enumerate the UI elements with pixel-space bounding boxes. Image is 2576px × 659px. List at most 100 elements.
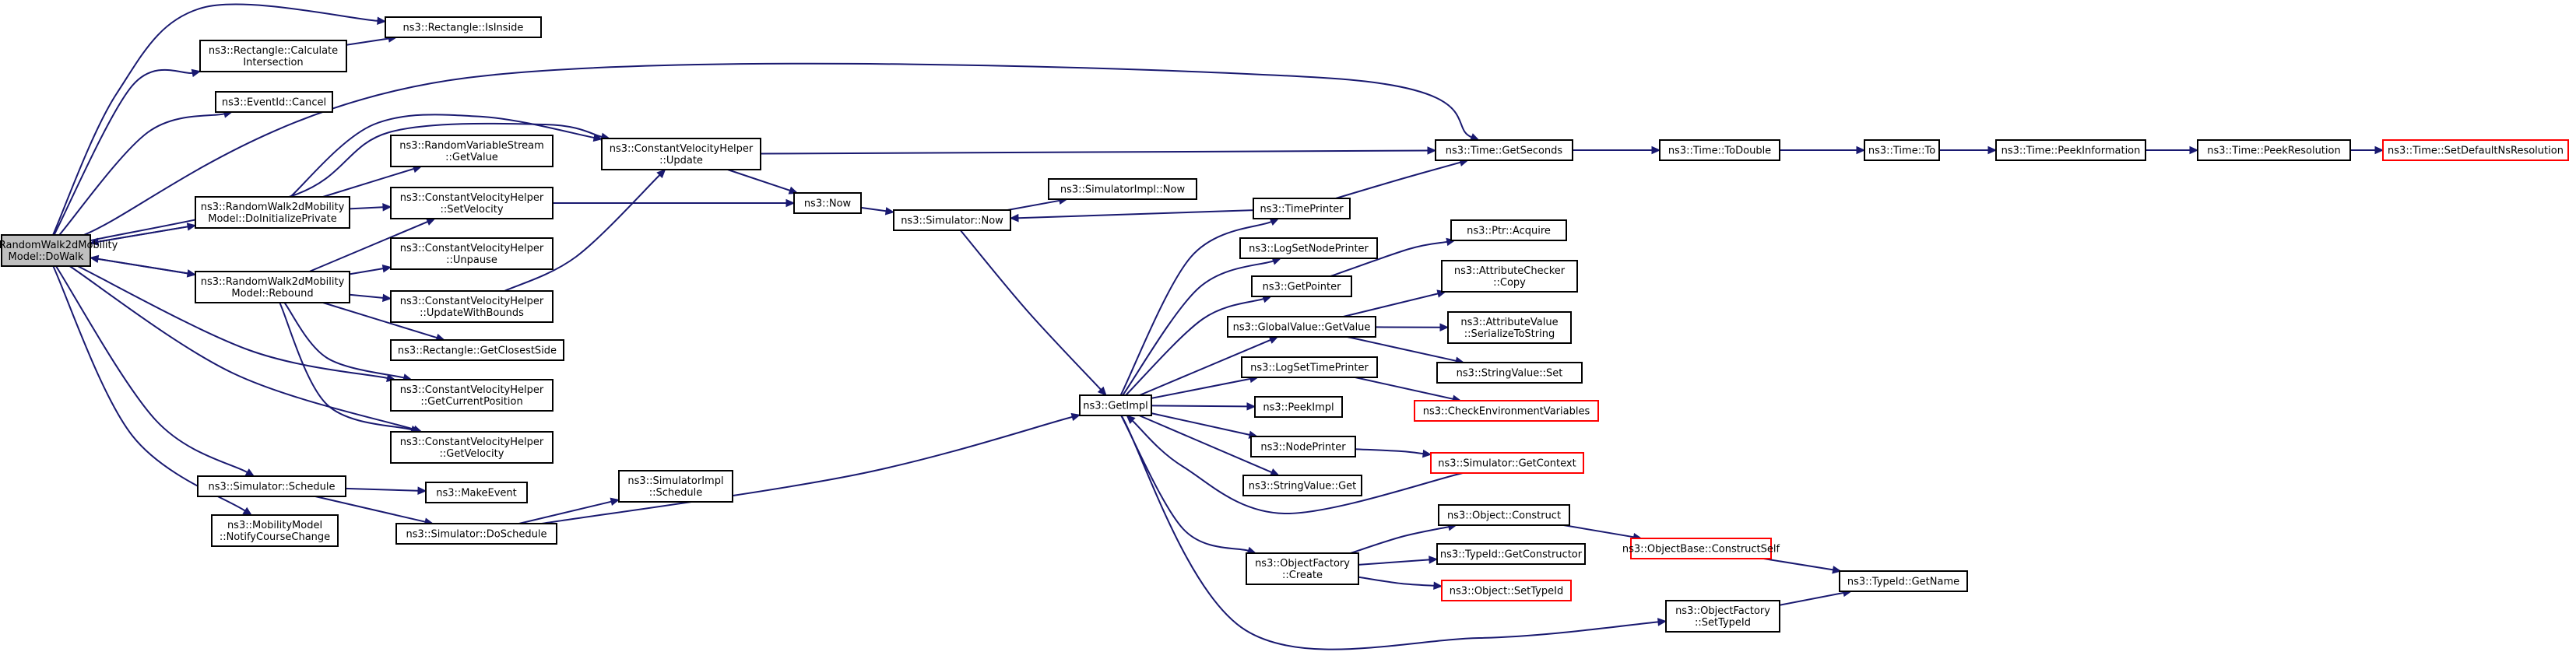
node-cvhupdate[interactable]: ns3::ConstantVelocityHelper::Update bbox=[601, 138, 761, 170]
node-peekinfo[interactable]: ns3::Time::PeekInformation bbox=[1995, 139, 2146, 161]
node-label-line: ::Create bbox=[1282, 570, 1323, 581]
edge-line bbox=[760, 149, 1429, 155]
node-ofcreate[interactable]: ns3::ObjectFactory::Create bbox=[1246, 552, 1359, 585]
node-label-line: ns3::ConstantVelocityHelper bbox=[610, 143, 754, 155]
node-schedule[interactable]: ns3::Simulator::Schedule bbox=[197, 475, 346, 497]
node-getimpl[interactable]: ns3::GetImpl bbox=[1079, 394, 1152, 416]
node-label-line: ns3::RandomVariableStream bbox=[399, 140, 544, 152]
edge-arrowhead bbox=[1097, 386, 1107, 396]
node-box bbox=[195, 196, 350, 229]
node-getpointer[interactable]: ns3::GetPointer bbox=[1251, 275, 1352, 297]
edge-arrowhead bbox=[1246, 402, 1256, 411]
node-simimplnow[interactable]: ns3::SimulatorImpl::Now bbox=[1048, 178, 1197, 200]
edge-line bbox=[349, 268, 384, 275]
node-todouble[interactable]: ns3::Time::ToDouble bbox=[1659, 139, 1780, 161]
node-constructself[interactable]: ns3::ObjectBase::ConstructSelf bbox=[1622, 538, 1780, 559]
node-getseconds[interactable]: ns3::Time::GetSeconds bbox=[1435, 139, 1573, 161]
node-setdefres[interactable]: ns3::Time::SetDefaultNsResolution bbox=[2382, 139, 2569, 161]
edge-line bbox=[349, 293, 384, 299]
edge-arrowhead bbox=[1987, 145, 1998, 155]
node-timeto[interactable]: ns3::Time::To bbox=[1864, 139, 1940, 161]
node-svset[interactable]: ns3::StringValue::Set bbox=[1436, 362, 1583, 384]
node-closest[interactable]: ns3::Rectangle::GetClosestSide bbox=[390, 339, 564, 361]
node-unpause[interactable]: ns3::ConstantVelocityHelper::Unpause bbox=[390, 237, 554, 270]
node-label-line: ns3::ObjectBase::ConstructSelf bbox=[1622, 544, 1780, 556]
edge-line bbox=[1119, 221, 1272, 396]
node-box bbox=[385, 16, 542, 38]
node-box bbox=[2197, 139, 2351, 161]
edge-line bbox=[1779, 591, 1844, 606]
node-ofsettypeid[interactable]: ns3::ObjectFactory::SetTypeId bbox=[1665, 600, 1780, 633]
edge-line bbox=[53, 68, 193, 236]
node-peekres[interactable]: ns3::Time::PeekResolution bbox=[2197, 139, 2351, 161]
node-avserialize[interactable]: ns3::AttributeValue::SerializeToString bbox=[1447, 311, 1572, 344]
node-box bbox=[793, 192, 862, 214]
edge-line bbox=[1358, 559, 1430, 566]
node-doschedule[interactable]: ns3::Simulator::DoSchedule bbox=[395, 523, 557, 545]
node-label-line: ns3::StringValue::Get bbox=[1249, 481, 1356, 492]
node-label-line: ns3::EventId::Cancel bbox=[222, 97, 326, 109]
edge-line bbox=[1122, 260, 1274, 396]
node-simnow[interactable]: ns3::Simulator::Now bbox=[893, 209, 1011, 231]
node-box bbox=[1450, 219, 1567, 241]
edge-gvgetvalue-to-avserialize bbox=[1375, 323, 1450, 331]
node-notify[interactable]: ns3::MobilityModel::NotifyCourseChange bbox=[211, 514, 339, 547]
node-updbounds[interactable]: ns3::ConstantVelocityHelper::UpdateWithB… bbox=[390, 290, 554, 323]
edge-line bbox=[1563, 524, 1634, 538]
edge-getseconds-to-todouble bbox=[1573, 145, 1661, 155]
edge-doschedule-to-getimpl bbox=[541, 412, 1081, 524]
node-setvel[interactable]: ns3::ConstantVelocityHelper::SetVelocity bbox=[390, 187, 554, 219]
node-label-line: ns3::SimulatorImpl::Now bbox=[1060, 184, 1186, 196]
node-label-line: ns3::Rectangle::GetClosestSide bbox=[398, 345, 557, 357]
node-eventcancel[interactable]: ns3::EventId::Cancel bbox=[215, 91, 333, 113]
node-getcontext[interactable]: ns3::Simulator::GetContext bbox=[1430, 452, 1584, 474]
node-label-line: ns3::GlobalValue::GetValue bbox=[1233, 322, 1371, 334]
node-svget[interactable]: ns3::StringValue::Get bbox=[1242, 475, 1362, 496]
node-gvgetvalue[interactable]: ns3::GlobalValue::GetValue bbox=[1227, 316, 1376, 338]
node-label-line: ns3::ObjectFactory bbox=[1675, 605, 1770, 617]
edge-line bbox=[322, 302, 438, 339]
edge-arrowhead bbox=[2374, 145, 2384, 155]
node-box bbox=[1995, 139, 2146, 161]
node-ptracquire[interactable]: ns3::Ptr::Acquire bbox=[1450, 219, 1567, 241]
node-label-line: ns3::StringValue::Set bbox=[1457, 368, 1563, 380]
edge-arrowhead bbox=[1439, 323, 1450, 331]
node-label-line: ::GetVelocity bbox=[440, 448, 504, 460]
node-timeprinter[interactable]: ns3::TimePrinter bbox=[1253, 198, 1351, 219]
node-logtimeprinter[interactable]: ns3::LogSetTimePrinter bbox=[1241, 356, 1378, 378]
node-objconstruct[interactable]: ns3::Object::Construct bbox=[1438, 504, 1570, 526]
node-objsettypeid[interactable]: ns3::Object::SetTypeId bbox=[1441, 580, 1572, 601]
edge-getimpl-to-getpointer bbox=[1125, 295, 1272, 396]
node-box bbox=[2382, 139, 2569, 161]
edge-line bbox=[309, 220, 428, 272]
node-label-line: ns3::RandomWalk2dMobility bbox=[201, 202, 345, 213]
node-rvsgetvalue[interactable]: ns3::RandomVariableStream::GetValue bbox=[390, 135, 554, 167]
edge-arrowhead bbox=[89, 254, 100, 264]
edge-timeprinter-to-simnow bbox=[1009, 209, 1254, 223]
node-typeidgetctor[interactable]: ns3::TypeId::GetConstructor bbox=[1436, 543, 1586, 565]
node-simimplsched[interactable]: ns3::SimulatorImpl::Schedule bbox=[618, 470, 733, 503]
node-lognodeprinter[interactable]: ns3::LogSetNodePrinter bbox=[1239, 237, 1378, 259]
edge-line bbox=[1139, 338, 1271, 396]
edge-arrowhead bbox=[1070, 412, 1081, 422]
node-label-line: Model::Rebound bbox=[231, 288, 313, 300]
node-makeevent[interactable]: ns3::MakeEvent bbox=[425, 482, 528, 503]
node-nodeprinter[interactable]: ns3::NodePrinter bbox=[1250, 436, 1356, 457]
edge-arrowhead bbox=[1433, 581, 1443, 591]
edge-line bbox=[1358, 576, 1435, 587]
node-ns3now[interactable]: ns3::Now bbox=[793, 192, 862, 214]
edge-line bbox=[1151, 377, 1251, 399]
node-curpos[interactable]: ns3::ConstantVelocityHelper::GetCurrentP… bbox=[390, 379, 554, 412]
node-getvel[interactable]: ns3::ConstantVelocityHelper::GetVelocity bbox=[390, 431, 554, 464]
edge-arrowhead bbox=[1657, 618, 1668, 626]
node-checkenv[interactable]: ns3::CheckEnvironmentVariables bbox=[1414, 400, 1599, 422]
node-label-line: ns3::LogSetNodePrinter bbox=[1249, 244, 1369, 255]
node-isinside[interactable]: ns3::Rectangle::IsInside bbox=[385, 16, 542, 38]
node-typeidgetname[interactable]: ns3::TypeId::GetName bbox=[1839, 570, 1968, 592]
node-doinit[interactable]: ns3::RandomWalk2dMobilityModel::DoInitia… bbox=[195, 196, 350, 229]
node-peekimpl[interactable]: ns3::PeekImpl bbox=[1254, 396, 1343, 418]
node-accopy[interactable]: ns3::AttributeChecker::Copy bbox=[1441, 260, 1578, 293]
